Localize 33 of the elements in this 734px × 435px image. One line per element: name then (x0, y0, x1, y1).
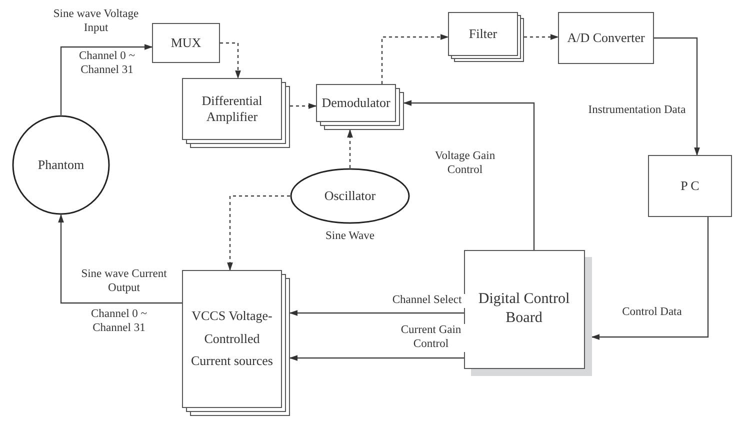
dashed-arrow (524, 34, 559, 40)
arrow (591, 217, 709, 340)
node-label: Oscillator (323, 188, 377, 204)
dashed-arrow (381, 34, 449, 84)
arrow (403, 100, 535, 250)
arrow (58, 214, 182, 304)
process-box (558, 12, 654, 64)
process-box (648, 155, 732, 217)
node-label: A/D Converter (566, 30, 646, 46)
arrow (654, 37, 700, 156)
dashed-arrow (347, 129, 353, 168)
arrow (289, 310, 464, 316)
node-label: Filter (468, 26, 498, 42)
stacked-process-box (448, 12, 524, 62)
node-label: MUX (170, 34, 202, 52)
dashed-arrow (220, 42, 241, 79)
arrow (60, 44, 153, 115)
stacked-process-box (182, 78, 290, 148)
stacked-process-box (316, 84, 404, 130)
dashed-arrow (227, 195, 290, 271)
node-label: Digital Control Board (477, 290, 571, 328)
node-label: Differential Amplifier (200, 92, 264, 126)
process-box (152, 23, 220, 63)
node-label: P C (680, 178, 700, 194)
stacked-process-box (182, 270, 290, 416)
node-label: VCCS Voltage-Controlled Current sources (190, 306, 274, 370)
arrow (289, 355, 464, 361)
oscillator-ellipse (290, 168, 410, 224)
node-label: Phantom (36, 156, 86, 174)
node-label: Demodulator (320, 94, 392, 112)
phantom-circle (12, 115, 110, 215)
process-box (464, 250, 592, 376)
dashed-arrow (290, 103, 317, 109)
